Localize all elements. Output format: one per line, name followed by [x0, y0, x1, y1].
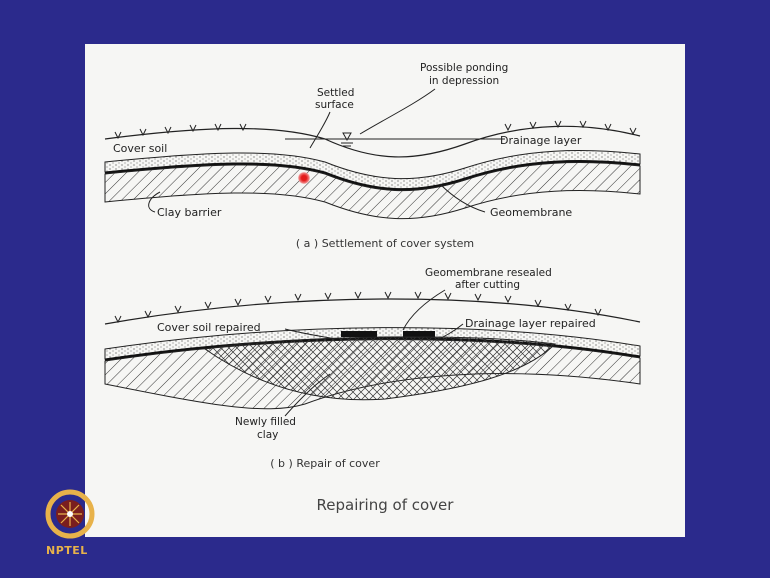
label-geomembrane: Geomembrane — [490, 206, 572, 219]
label-cover-soil: Cover soil — [113, 142, 167, 155]
label-drainage-layer-repaired: Drainage layer repaired — [465, 317, 596, 330]
label-settled-1: Settled — [317, 87, 354, 99]
leader-settled — [310, 112, 330, 148]
reseal-patch-right — [403, 331, 435, 337]
slide-title: Repairing of cover — [85, 496, 685, 514]
caption-b: ( b ) Repair of cover — [25, 457, 625, 470]
leader-ponding — [360, 89, 435, 134]
label-resealed-1: Geomembrane resealed — [425, 267, 552, 279]
label-clay-barrier: Clay barrier — [157, 206, 222, 219]
caption-a: ( a ) Settlement of cover system — [85, 237, 685, 250]
label-possible-ponding-1: Possible ponding — [420, 62, 508, 74]
label-drainage-layer: Drainage layer — [500, 134, 582, 147]
nptel-label: NPTEL — [46, 544, 88, 557]
label-resealed-2: after cutting — [455, 279, 520, 291]
nptel-logo-icon — [44, 488, 96, 540]
label-newly-filled-2: clay — [257, 429, 278, 441]
label-settled-2: surface — [315, 99, 354, 111]
label-cover-soil-repaired: Cover soil repaired — [157, 321, 261, 334]
laser-pointer — [298, 172, 310, 184]
label-newly-filled-1: Newly filled — [235, 416, 296, 428]
leader-resealed — [403, 290, 445, 330]
reseal-patch-left — [341, 331, 377, 337]
label-possible-ponding-2: in depression — [429, 75, 499, 87]
slide-panel: Possible ponding in depression Settled s… — [85, 44, 685, 537]
